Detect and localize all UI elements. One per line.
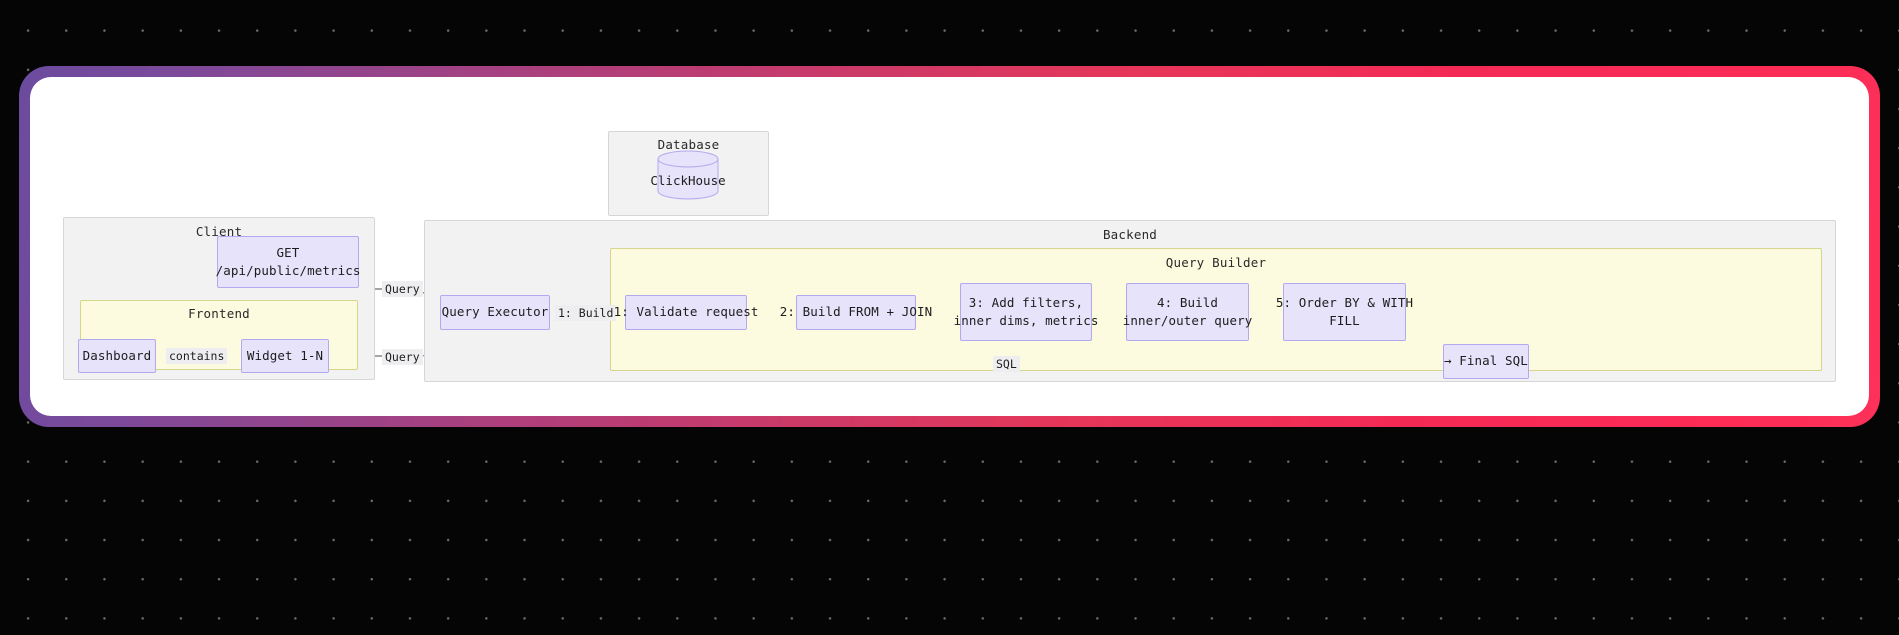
node-step-1-label: 1: Validate request <box>613 304 759 320</box>
node-widget[interactable]: Widget 1-N <box>241 339 329 373</box>
node-final-sql[interactable]: → Final SQL <box>1443 344 1529 379</box>
edge-label-contains: contains <box>166 348 228 365</box>
node-dashboard-label: Dashboard <box>82 347 152 363</box>
cylinder-icon <box>657 150 719 200</box>
node-step-1[interactable]: 1: Validate request <box>614 295 758 330</box>
cluster-database-title: Database <box>657 137 720 152</box>
node-step-4[interactable]: 4: Build inner/outer query <box>1123 283 1252 341</box>
edge-label-sql: SQL <box>993 356 1020 373</box>
node-get-endpoint-line1: GET <box>276 244 300 260</box>
cluster-client-title: Client <box>195 224 243 239</box>
node-step-5-line1: 5: Order BY & WITH <box>1275 294 1414 310</box>
node-step-5[interactable]: 5: Order BY & WITH FILL <box>1276 283 1413 341</box>
node-query-executor-label: Query Executor <box>441 304 549 320</box>
edge-label-query-top: Query <box>382 281 423 298</box>
gradient-frame: Client Frontend GET /api/public/metrics … <box>19 66 1880 427</box>
node-get-endpoint-line2: /api/public/metrics <box>215 263 361 278</box>
node-step-5-line2: FILL <box>1329 313 1360 328</box>
node-clickhouse-label: ClickHouse <box>650 172 726 188</box>
node-widget-label: Widget 1-N <box>246 347 324 363</box>
node-step-4-line2: inner/outer query <box>1122 313 1253 328</box>
node-step-2[interactable]: 2: Build FROM + JOIN <box>780 295 932 330</box>
cluster-frontend-title: Frontend <box>188 306 250 321</box>
edge-label-build: 1: Build <box>555 305 617 322</box>
node-step-3[interactable]: 3: Add filters, inner dims, metrics <box>954 283 1098 341</box>
node-clickhouse[interactable]: ClickHouse <box>650 150 726 200</box>
cluster-query-builder-title: Query Builder <box>1165 255 1267 270</box>
node-get-endpoint[interactable]: GET /api/public/metrics <box>215 236 361 288</box>
node-dashboard[interactable]: Dashboard <box>78 339 156 373</box>
cluster-backend-title: Backend <box>1102 227 1158 242</box>
node-step-3-line1: 3: Add filters, <box>968 294 1084 310</box>
edge-label-query-bottom: Query <box>382 349 423 366</box>
node-step-2-label: 2: Build FROM + JOIN <box>779 304 933 320</box>
diagram-card: Client Frontend GET /api/public/metrics … <box>30 77 1869 416</box>
node-step-3-line2: inner dims, metrics <box>953 313 1099 328</box>
node-step-4-line1: 4: Build <box>1156 294 1218 310</box>
node-final-sql-label: → Final SQL <box>1444 353 1528 369</box>
node-query-executor[interactable]: Query Executor <box>440 295 550 330</box>
